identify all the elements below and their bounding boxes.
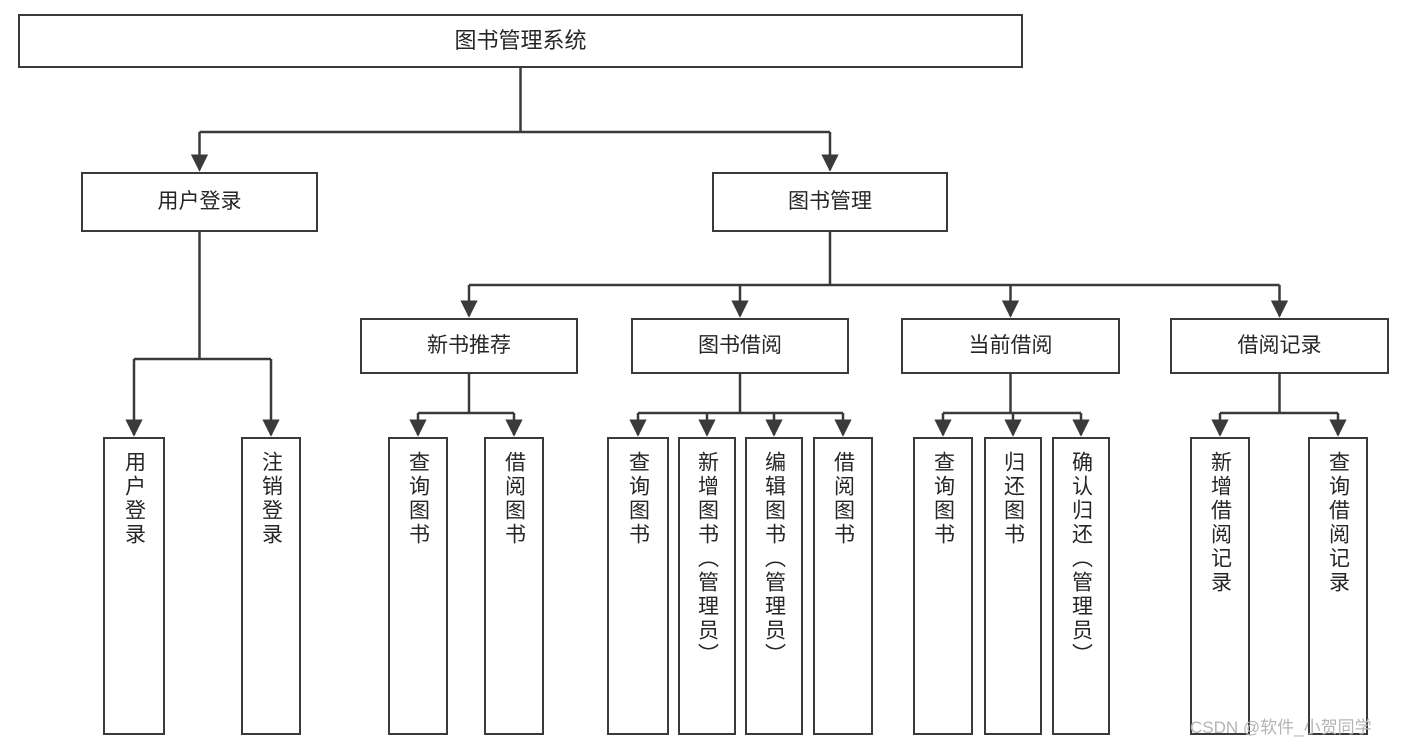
- node-label: 新增图书（管理员）: [695, 451, 719, 667]
- node-book-management[interactable]: 图书管理: [712, 172, 948, 232]
- node-root-book-management-system[interactable]: 图书管理系统: [18, 14, 1023, 68]
- node-leaf-borrow-book-1[interactable]: 借阅图书: [484, 437, 544, 735]
- node-label: 图书管理系统: [454, 28, 587, 54]
- node-label: 查询图书: [931, 451, 955, 547]
- node-borrowing-record[interactable]: 借阅记录: [1170, 318, 1389, 374]
- node-leaf-edit-book-admin[interactable]: 编辑图书（管理员）: [745, 437, 803, 735]
- node-user-login[interactable]: 用户登录: [81, 172, 318, 232]
- node-label: 借阅图书: [502, 451, 526, 547]
- node-label: 新增借阅记录: [1208, 451, 1232, 595]
- node-leaf-user-login[interactable]: 用户登录: [103, 437, 165, 735]
- node-leaf-query-book-2[interactable]: 查询图书: [607, 437, 669, 735]
- node-current-borrowing[interactable]: 当前借阅: [901, 318, 1120, 374]
- node-new-book-recommendation[interactable]: 新书推荐: [360, 318, 578, 374]
- csdn-watermark: CSDN @软件_小贺同学: [1190, 718, 1372, 737]
- node-label: 确认归还（管理员）: [1069, 451, 1093, 667]
- node-leaf-logout[interactable]: 注销登录: [241, 437, 301, 735]
- node-leaf-query-borrow-record[interactable]: 查询借阅记录: [1308, 437, 1368, 735]
- node-leaf-query-book-1[interactable]: 查询图书: [388, 437, 448, 735]
- node-label: 注销登录: [259, 451, 283, 547]
- node-label: 当前借阅: [968, 333, 1053, 357]
- node-leaf-add-borrow-record[interactable]: 新增借阅记录: [1190, 437, 1250, 735]
- node-leaf-add-book-admin[interactable]: 新增图书（管理员）: [678, 437, 736, 735]
- node-label: 借阅图书: [831, 451, 855, 547]
- node-leaf-confirm-return-admin[interactable]: 确认归还（管理员）: [1052, 437, 1110, 735]
- node-label: 编辑图书（管理员）: [762, 451, 786, 667]
- node-label: 新书推荐: [427, 333, 511, 357]
- node-label: 借阅记录: [1237, 333, 1322, 357]
- node-label: 查询图书: [406, 451, 430, 547]
- node-label: 图书管理: [788, 189, 872, 213]
- node-leaf-query-book-3[interactable]: 查询图书: [913, 437, 973, 735]
- node-label: 归还图书: [1001, 451, 1025, 547]
- node-label: 图书借阅: [698, 333, 782, 357]
- node-book-borrowing[interactable]: 图书借阅: [631, 318, 849, 374]
- node-leaf-return-book[interactable]: 归还图书: [984, 437, 1042, 735]
- node-label: 查询借阅记录: [1326, 451, 1350, 595]
- node-label: 查询图书: [626, 451, 650, 547]
- node-label: 用户登录: [122, 451, 146, 547]
- node-leaf-borrow-book-2[interactable]: 借阅图书: [813, 437, 873, 735]
- node-label: 用户登录: [157, 189, 242, 213]
